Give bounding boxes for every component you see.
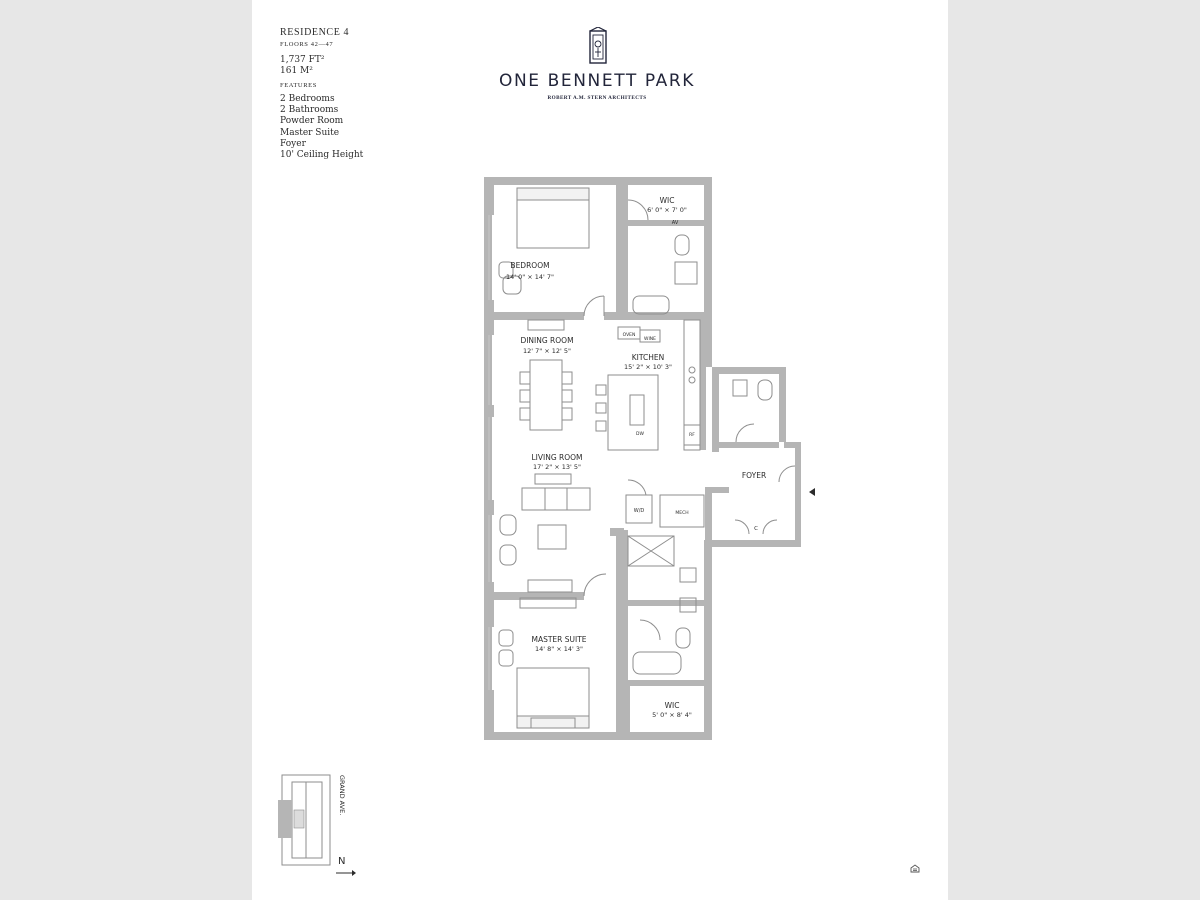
architect-name: ROBERT A.M. STERN ARCHITECTS	[547, 95, 647, 101]
wine-label: WINE	[644, 336, 656, 342]
wic-top-label: WIC	[660, 196, 675, 205]
residence-title: RESIDENCE 4	[280, 27, 350, 38]
north-arrow-icon	[336, 870, 356, 876]
feature-item: Powder Room	[280, 116, 344, 127]
kitchen-label: KITCHEN	[632, 353, 665, 362]
bedroom-label: BEDROOM	[510, 261, 549, 270]
residence-floors: FLOORS 42—47	[280, 41, 334, 48]
street-label: GRAND AVE.	[338, 775, 346, 815]
dining-room-dims: 12' 7" × 12' 5"	[523, 347, 571, 355]
feature-item: 2 Bedrooms	[280, 94, 335, 104]
bedroom-dims: 14' 0" × 14' 7"	[506, 273, 554, 281]
equal-housing-icon	[910, 864, 920, 873]
feature-item: Foyer	[280, 138, 306, 149]
master-suite-dims: 14' 8" × 14' 3"	[535, 645, 583, 653]
feature-item: 2 Bathrooms	[280, 105, 339, 116]
wic-bottom-dims: 5' 0" × 8' 4"	[652, 711, 692, 719]
master-suite-label: MASTER SUITE	[531, 635, 586, 644]
oven-label: OVEN	[623, 332, 636, 338]
living-room-dims: 17' 2" × 13' 5"	[533, 463, 581, 471]
residence-area-ft: 1,737 FT²	[280, 55, 325, 65]
feature-list: 2 Bedrooms 2 Bathrooms Powder Room Maste…	[280, 94, 363, 161]
dishwasher-label: DW	[636, 431, 644, 437]
feature-item: Master Suite	[280, 127, 340, 138]
closet-label: C	[754, 526, 758, 532]
floorplan-sheet	[252, 0, 948, 900]
features-heading: FEATURES	[280, 82, 317, 89]
feature-item: 10' Ceiling Height	[280, 150, 364, 161]
washer-dryer-label: W/D	[634, 508, 645, 514]
foyer-label: FOYER	[742, 471, 766, 480]
living-room-label: LIVING ROOM	[531, 453, 582, 462]
residence-area-m: 161 M²	[280, 66, 313, 76]
brand-name: ONE BENNETT PARK	[498, 71, 696, 91]
wic-top-dims: 6' 0" × 7' 0"	[647, 206, 687, 214]
north-label: N	[338, 856, 345, 867]
key-plan: GRAND AVE. N	[278, 774, 356, 876]
refrigerator-label: RF	[689, 432, 695, 438]
building-crest-icon	[589, 27, 607, 64]
wic-bottom-label: WIC	[665, 701, 680, 710]
key-plan-highlight	[278, 800, 292, 838]
dining-room-label: DINING ROOM	[520, 336, 573, 345]
mech-label: MECH	[675, 510, 688, 516]
av-label: AV	[672, 220, 679, 226]
kitchen-dims: 15' 2" × 10' 3"	[624, 363, 672, 371]
